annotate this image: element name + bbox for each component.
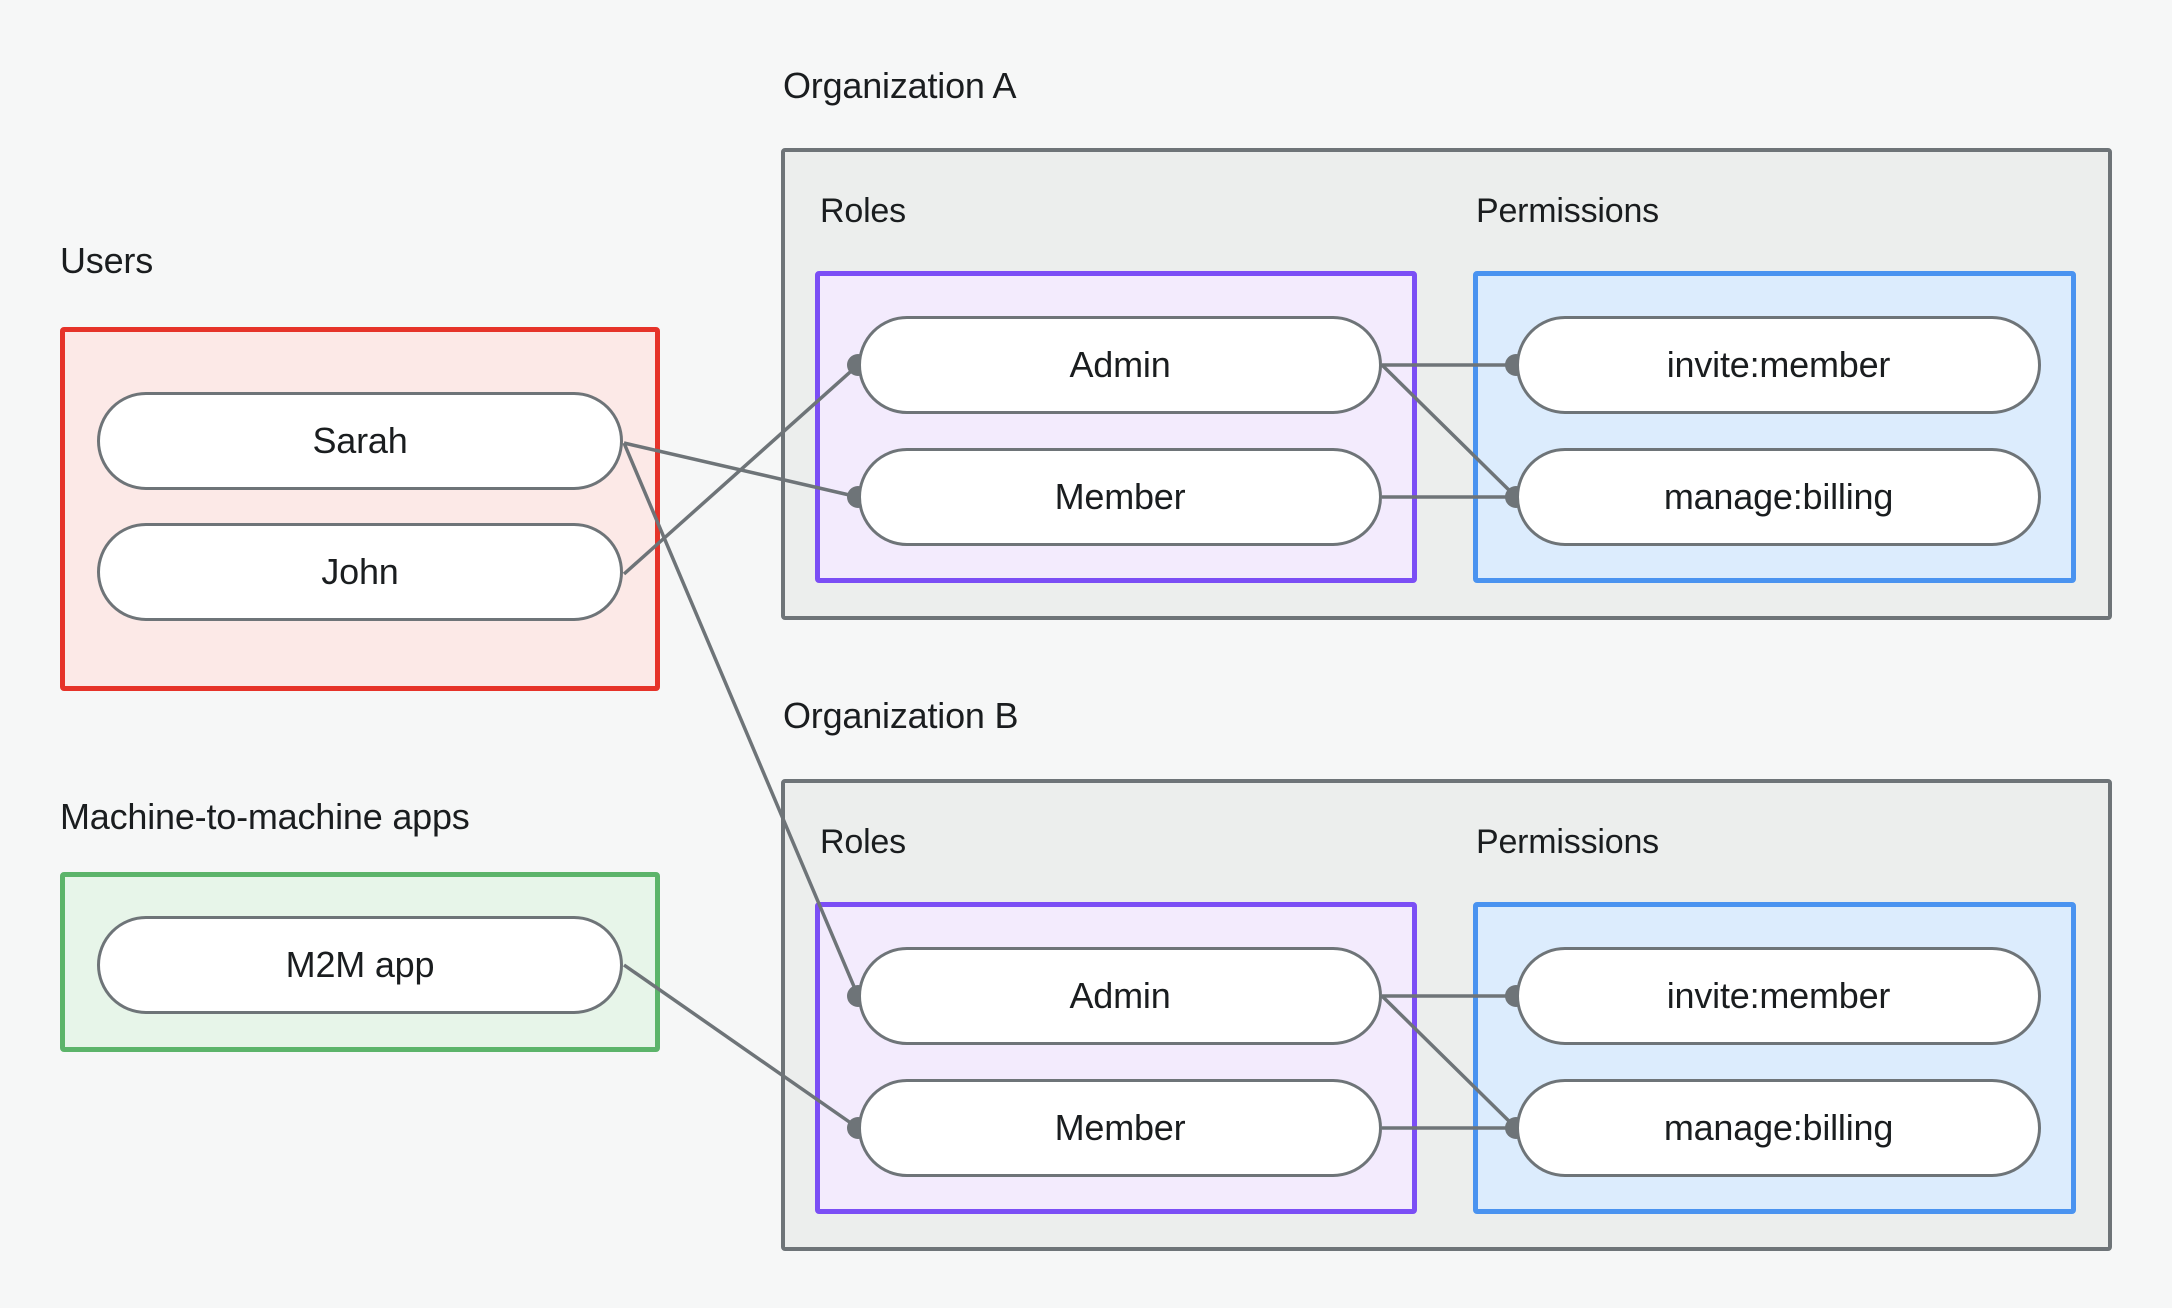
node-label: manage:billing: [1663, 476, 1894, 517]
org-b-title: Organization B: [783, 695, 1019, 736]
m2m-group-title: Machine-to-machine apps: [60, 796, 470, 837]
node-label: John: [321, 551, 399, 592]
node-label: Member: [1054, 1107, 1186, 1148]
org-a-permissions-label: Permissions: [1476, 192, 1659, 230]
node-org-b-perm-invite-member[interactable]: invite:member: [1516, 947, 2041, 1045]
node-org-a-role-admin[interactable]: Admin: [858, 316, 1382, 414]
org-b-roles-label: Roles: [820, 823, 906, 861]
node-label: invite:member: [1666, 344, 1891, 385]
node-label: Admin: [1069, 344, 1171, 385]
node-org-a-perm-invite-member[interactable]: invite:member: [1516, 316, 2041, 414]
node-org-a-role-member[interactable]: Member: [858, 448, 1382, 546]
node-org-b-role-admin[interactable]: Admin: [858, 947, 1382, 1045]
node-label: Sarah: [312, 420, 408, 461]
node-org-b-role-member[interactable]: Member: [858, 1079, 1382, 1177]
node-org-a-perm-manage-billing[interactable]: manage:billing: [1516, 448, 2041, 546]
node-org-b-perm-manage-billing[interactable]: manage:billing: [1516, 1079, 2041, 1177]
node-label: manage:billing: [1663, 1107, 1894, 1148]
node-m2m-app[interactable]: M2M app: [97, 916, 623, 1014]
node-label: M2M app: [285, 944, 435, 985]
org-a-roles-label: Roles: [820, 192, 906, 230]
node-label: Admin: [1069, 975, 1171, 1016]
org-b-permissions-label: Permissions: [1476, 823, 1659, 861]
node-label: Member: [1054, 476, 1186, 517]
users-cluster: [60, 327, 660, 691]
node-label: invite:member: [1666, 975, 1891, 1016]
node-user-sarah[interactable]: Sarah: [97, 392, 623, 490]
users-group-title: Users: [60, 240, 154, 281]
org-a-title: Organization A: [783, 65, 1017, 106]
node-user-john[interactable]: John: [97, 523, 623, 621]
